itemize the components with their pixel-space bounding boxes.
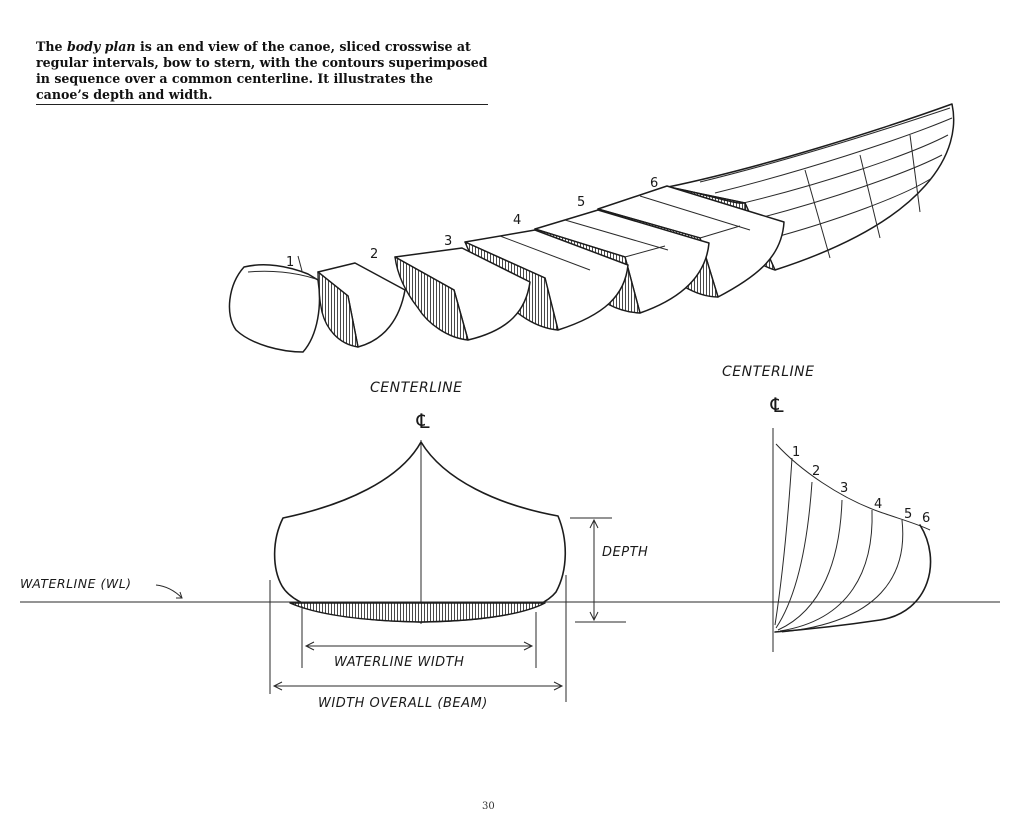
station-1-contour bbox=[774, 457, 793, 626]
cross-section-diagram: CENTERLINE ℄ WATERLINE (WL) DEPTH WATERL… bbox=[20, 380, 1000, 711]
hull-outline bbox=[273, 441, 567, 623]
centerline-symbol-left: ℄ bbox=[414, 409, 432, 433]
submerged-area bbox=[289, 602, 546, 623]
station-label-6: 6 bbox=[922, 511, 930, 526]
slice-2 bbox=[317, 262, 406, 348]
caption-term: body plan bbox=[66, 39, 136, 54]
station-6-contour bbox=[774, 524, 932, 633]
station-5-contour bbox=[781, 519, 904, 633]
centerline-symbol-right: ℄ bbox=[768, 393, 786, 417]
station-4-contour bbox=[779, 509, 873, 632]
slice-1 bbox=[228, 255, 321, 353]
body-plan-diagram: CENTERLINE ℄ 1 2 3 4 5 6 bbox=[722, 364, 932, 652]
depth-label: DEPTH bbox=[602, 545, 648, 560]
station-label-3: 3 bbox=[840, 481, 848, 496]
centerline-label-right: CENTERLINE bbox=[722, 364, 814, 380]
caption-intro: The bbox=[36, 39, 67, 54]
station-2-contour bbox=[775, 481, 813, 629]
station-label-4: 4 bbox=[874, 497, 882, 512]
station-label-1: 1 bbox=[792, 445, 800, 460]
slice-label-5: 5 bbox=[577, 195, 585, 210]
station-3-contour bbox=[777, 499, 843, 631]
slice-label-4: 4 bbox=[513, 213, 521, 228]
slice-label-1: 1 bbox=[286, 255, 294, 270]
beam-label: WIDTH OVERALL (BEAM) bbox=[318, 696, 488, 711]
slice-3 bbox=[394, 247, 531, 341]
caption-text: is an end view of the canoe, sliced cros… bbox=[36, 39, 488, 102]
caption: The body plan is an end view of the cano… bbox=[36, 39, 488, 105]
centerline-label-left: CENTERLINE bbox=[370, 380, 462, 396]
slice-label-6: 6 bbox=[650, 176, 658, 191]
waterline-arrow bbox=[155, 584, 183, 599]
slice-label-3: 3 bbox=[444, 234, 452, 249]
station-label-2: 2 bbox=[812, 464, 820, 479]
waterline-width-label: WATERLINE WIDTH bbox=[334, 655, 464, 670]
page-number: 30 bbox=[482, 801, 495, 812]
slice-label-2: 2 bbox=[370, 247, 378, 262]
sheer-line bbox=[775, 443, 931, 531]
waterline-label: WATERLINE (WL) bbox=[20, 576, 132, 591]
station-label-5: 5 bbox=[904, 507, 912, 522]
sliced-canoe: 1 2 3 4 5 6 bbox=[228, 103, 955, 353]
